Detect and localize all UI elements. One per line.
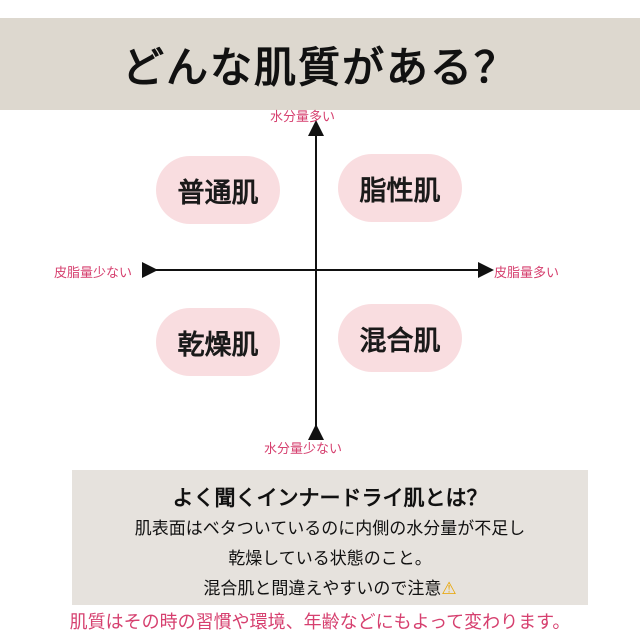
page-title: どんな肌質がある？	[121, 42, 518, 92]
info-title: よく聞くインナードライ肌とは？	[172, 486, 488, 510]
title-banner: どんな肌質がある？	[0, 18, 640, 110]
quadrant-oily-skin: 脂性肌	[338, 154, 462, 222]
axis-label-right: 皮脂量多い	[494, 266, 560, 281]
quadrant-dry-skin: 乾燥肌	[156, 308, 280, 376]
footnote: 肌質はその時の習慣や環境、年齢などにもよって変わります。	[69, 612, 571, 633]
axis-label-top: 水分量多い	[270, 110, 336, 125]
axis-label-left: 皮脂量少ない	[54, 266, 133, 281]
quadrant-combination-skin: 混合肌	[338, 304, 462, 372]
info-line-2: 乾燥している状態のこと。	[228, 549, 432, 569]
info-line-1: 肌表面はベタついているのに内側の水分量が不足し	[134, 519, 526, 539]
axis-label-bottom: 水分量少ない	[264, 442, 343, 457]
warning-icon: ⚠	[441, 579, 457, 599]
quadrant-normal-skin: 普通肌	[156, 156, 280, 224]
info-line-3: 混合肌と間違えやすいので注意	[203, 579, 442, 599]
info-box: よく聞くインナードライ肌とは？ 肌表面はベタついているのに内側の水分量が不足し …	[72, 470, 588, 605]
